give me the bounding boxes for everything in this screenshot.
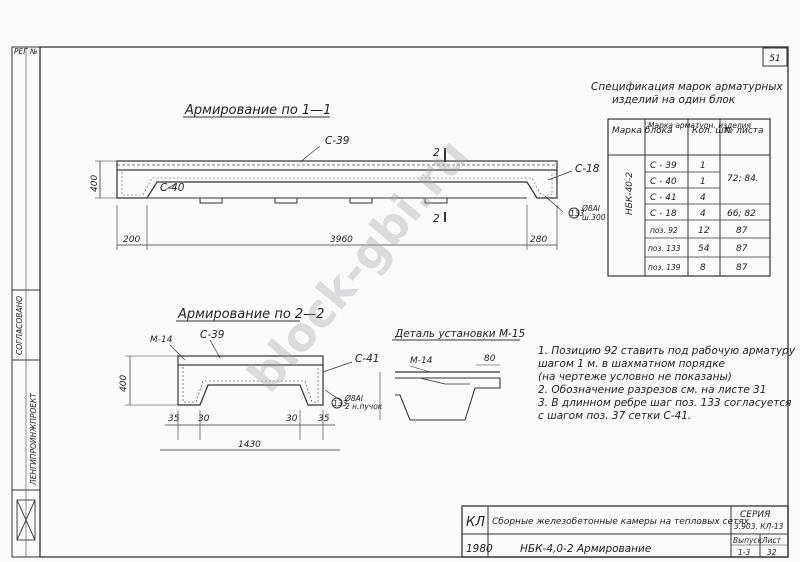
spec-title-line1: Спецификация марок арматурных <box>591 81 784 93</box>
titleblock-series-label: СЕРИЯ <box>740 510 770 520</box>
spec-title-line2: изделий на один блок <box>612 94 736 106</box>
section-1-1-drawing <box>95 145 580 250</box>
spec-block-mark: НБК-40-2 <box>625 172 635 215</box>
approval-label: СОГЛАСОВАНО <box>15 296 24 355</box>
rebar-spec-2: Ø8АI <box>344 394 364 403</box>
dim-280: 280 <box>530 235 547 245</box>
title-block <box>461 505 789 558</box>
note-line: 3. В длинном ребре шаг поз. 133 согласуе… <box>538 397 792 409</box>
titleblock-item-name: НБК-4,0-2 Армирование <box>520 543 651 555</box>
dim-30-left: 30 <box>198 414 210 424</box>
section-1-1-title: Армирование по 1—1 <box>184 103 331 118</box>
titleblock-vypusk-value: 1-3 <box>738 548 750 557</box>
label-m14-detail: М-14 <box>410 356 433 366</box>
spec-row-item: С - 39 <box>650 161 677 171</box>
spec-row-sheet: 87 <box>736 226 748 236</box>
dim-400-section2: 400 <box>119 375 129 392</box>
note-line: (на чертеже условно не показаны) <box>538 371 732 383</box>
label-c41: С-41 <box>355 353 379 365</box>
spec-row-qty: 8 <box>700 263 706 273</box>
section-2-2-title: Армирование по 2—2 <box>177 307 324 322</box>
rebar-spec-1: Ø8АI <box>581 204 601 213</box>
page-number-box <box>762 47 788 67</box>
dim-80: 80 <box>484 354 496 364</box>
titleblock-list-value: 32 <box>767 548 777 557</box>
spec-row-sheet: 87 <box>736 263 748 273</box>
titleblock-year: 1980 <box>466 543 493 555</box>
label-c40: С-40 <box>160 182 185 194</box>
spec-row-item: поз. 139 <box>648 263 681 272</box>
dim-200: 200 <box>123 235 140 245</box>
spec-row-sheet: 66; 82 <box>727 209 756 219</box>
label-m14-section: М-14 <box>150 335 173 345</box>
pos-133-marker-2: 133 <box>333 399 348 408</box>
detail-title: Деталь установки М-15 <box>394 328 525 340</box>
spec-table-grid <box>607 118 771 277</box>
dim-30-right: 30 <box>286 414 298 424</box>
label-c39: С-39 <box>325 135 350 147</box>
spec-row-sheet: 87 <box>736 244 748 254</box>
note-line: шагом 1 м. в шахматном порядке <box>538 358 725 370</box>
note-line: 2. Обозначение разрезов см. на листе 31 <box>538 384 767 396</box>
spec-row-item: С - 40 <box>650 177 677 187</box>
note-line: с шагом поз. 37 сетки С-41. <box>538 410 692 422</box>
spec-row-qty: 1 <box>700 161 706 171</box>
titleblock-description: Сборные железобетонные камеры на тепловы… <box>492 517 750 527</box>
detail-drawing <box>379 364 501 421</box>
spec-row-item: поз. 92 <box>650 226 678 235</box>
spec-row-item: С - 41 <box>650 193 677 203</box>
cut-marker-2-bottom: 2 <box>433 213 440 225</box>
spec-row-qty: 4 <box>700 193 706 203</box>
label-c39-section2: С-39 <box>200 329 225 341</box>
spec-header-sheet: № листа <box>723 126 764 136</box>
label-c18: С-18 <box>575 163 600 175</box>
spec-row-qty: 54 <box>698 244 710 254</box>
section-2-2-drawing <box>125 339 353 451</box>
titleblock-kl: КЛ <box>466 515 485 530</box>
spec-row-sheet: 72; 84. <box>727 174 759 184</box>
dim-1430: 1430 <box>238 440 261 450</box>
dim-35-right: 35 <box>318 414 330 424</box>
titleblock-series-value: 3.903. КЛ-13 <box>734 522 784 531</box>
spec-row-item: С - 18 <box>650 209 677 219</box>
reg-label: РЕГ № <box>14 47 38 56</box>
titleblock-vypusk-label: Выпуск <box>733 536 763 545</box>
spec-header-item: Марка арматурн. изделия <box>648 121 752 130</box>
rebar-spacing-2: 2 н.пучок <box>345 402 383 411</box>
spec-row-qty: 1 <box>700 177 706 187</box>
rebar-spacing-1: ш.300 <box>582 213 606 222</box>
dim-400: 400 <box>90 175 100 192</box>
cut-marker-2-top: 2 <box>433 147 440 159</box>
spec-row-qty: 4 <box>700 209 706 219</box>
pos-133-marker: 133 <box>570 209 585 218</box>
spec-header-block: Марка блока <box>612 126 673 136</box>
spec-header-qty: Кол. шт. <box>692 126 732 136</box>
note-line: 1. Позицию 92 ставить под рабочую армату… <box>538 345 796 357</box>
spec-row-item: поз. 133 <box>648 244 681 253</box>
spec-row-qty: 12 <box>698 226 710 236</box>
titleblock-list-label: Лист <box>761 536 782 545</box>
page-number: 51 <box>769 54 780 64</box>
org-name: ЛЕНГИПРОИНЖПРОЕКТ <box>29 392 38 486</box>
left-stamp: РЕГ № СОГЛАСОВАНО ЛЕНГИПРОИНЖПРОЕКТ <box>11 46 41 558</box>
dim-35-left: 35 <box>168 414 180 424</box>
dim-3960: 3960 <box>330 235 353 245</box>
